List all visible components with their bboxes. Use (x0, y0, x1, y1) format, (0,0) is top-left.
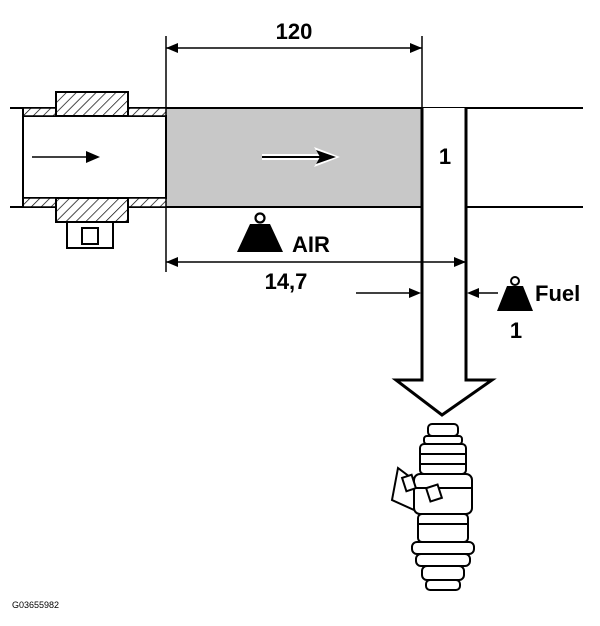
column-number-label: 1 (439, 144, 451, 169)
intake-duct (10, 107, 583, 208)
fuel-label: Fuel (535, 281, 580, 306)
weight-icon (497, 276, 533, 311)
weight-icon (237, 212, 283, 252)
fuel-injector-icon (390, 423, 475, 591)
air-ratio-label: 14,7 (265, 269, 308, 294)
arrow-right-icon (262, 147, 340, 167)
fuel-width-dimension (356, 288, 498, 298)
air-mass-indicator: AIR (237, 212, 330, 257)
fuel-mass-indicator: Fuel 1 (497, 276, 580, 343)
length-dimension: 120 (165, 19, 423, 108)
length-value-label: 120 (276, 19, 313, 44)
fuel-ratio-label: 1 (510, 318, 522, 343)
airflow-sensor-icon (22, 91, 167, 249)
air-label: AIR (292, 232, 330, 257)
figure-id-label: G03655982 (12, 600, 59, 610)
air-ratio-dimension: 14,7 (165, 207, 466, 294)
